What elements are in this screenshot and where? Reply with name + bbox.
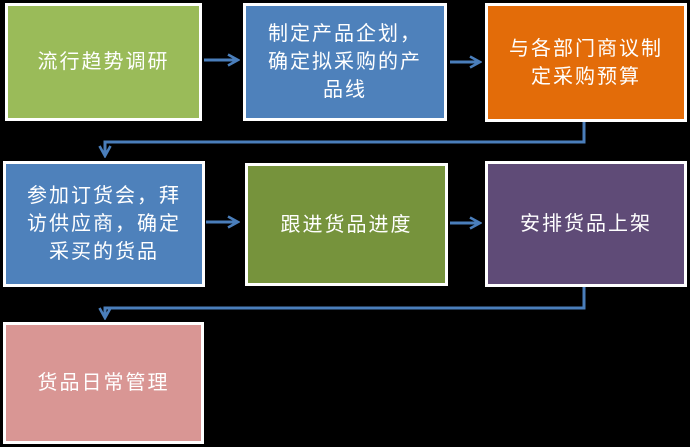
elbow-arrow-budget-negotiation-to-order-fair xyxy=(105,122,586,156)
flow-step-order-fair: 参加订货会，拜 访供应商，确定 采买的货品 xyxy=(3,161,205,287)
flow-step-trend-research: 流行趋势调研 xyxy=(5,3,202,121)
flow-step-follow-progress: 跟进货品进度 xyxy=(245,163,448,286)
flow-step-shelf-arrangement: 安排货品上架 xyxy=(485,161,687,287)
flow-step-daily-management: 货品日常管理 xyxy=(3,322,204,444)
flow-step-product-planning: 制定产品企划， 确定拟采购的产 品线 xyxy=(243,3,447,121)
elbow-arrow-shelf-arrangement-to-daily-management xyxy=(105,287,586,318)
flow-step-budget-negotiation: 与各部门商议制 定采购预算 xyxy=(485,3,687,122)
